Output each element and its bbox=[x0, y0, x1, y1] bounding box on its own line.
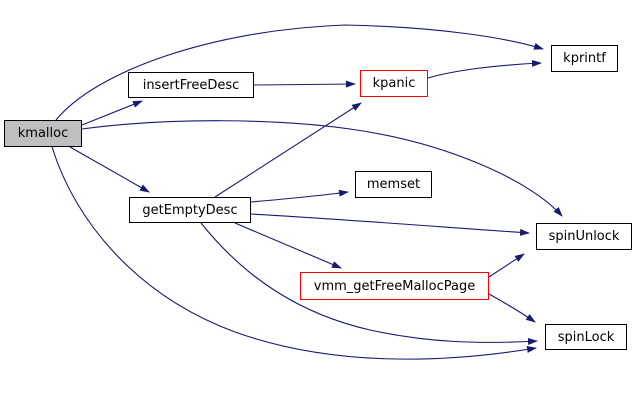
node-getEmptyDesc[interactable]: getEmptyDesc bbox=[129, 197, 251, 223]
edge-getEmptyDesc-spinUnlock bbox=[250, 213, 530, 236]
edge-getEmptyDesc-memset bbox=[250, 189, 349, 203]
node-memset[interactable]: memset bbox=[355, 171, 432, 198]
edge-kpanic-kprintf bbox=[427, 59, 542, 79]
edge-getEmptyDesc-vmm_getFreeMallocPage bbox=[234, 222, 342, 269]
edge-insertFreeDesc-kpanic bbox=[253, 80, 356, 88]
edge-vmm_getFreeMallocPage-spinUnlock bbox=[488, 253, 525, 278]
edge-kmalloc-spinUnlock bbox=[81, 120, 563, 217]
node-kmalloc[interactable]: kmalloc bbox=[4, 120, 82, 147]
node-vmm_getFreeMallocPage[interactable]: vmm_getFreeMallocPage bbox=[300, 272, 489, 300]
node-insertFreeDesc[interactable]: insertFreeDesc bbox=[128, 72, 254, 98]
edge-kmalloc-insertFreeDesc bbox=[81, 100, 143, 126]
edge-kmalloc-getEmptyDesc bbox=[69, 146, 150, 193]
node-kprintf[interactable]: kprintf bbox=[551, 45, 618, 72]
edge-getEmptyDesc-spinLock bbox=[200, 222, 538, 345]
node-kpanic[interactable]: kpanic bbox=[360, 70, 428, 97]
node-spinLock[interactable]: spinLock bbox=[545, 324, 627, 350]
edge-vmm_getFreeMallocPage-spinLock bbox=[488, 293, 536, 323]
node-spinUnlock[interactable]: spinUnlock bbox=[536, 223, 632, 250]
edge-getEmptyDesc-kpanic bbox=[214, 102, 362, 198]
edge-kmalloc-kprintf bbox=[55, 24, 544, 121]
edge-kmalloc-spinLock bbox=[51, 146, 537, 360]
